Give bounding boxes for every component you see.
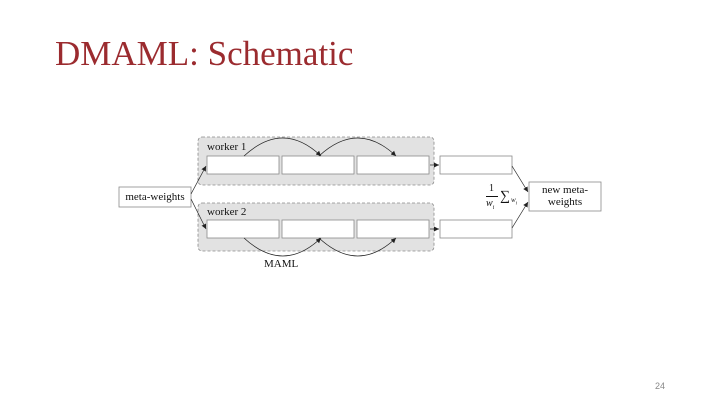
- formula-denominator-sub: i: [492, 205, 495, 211]
- new-meta-weights-line-2: weights: [547, 196, 583, 208]
- worker-1-step-3: [356, 155, 430, 175]
- worker-2-step-1: [206, 219, 280, 239]
- worker-1-step-2: [281, 155, 355, 175]
- worker-2-step-3: [356, 219, 430, 239]
- worker-1-maml-arrow-1: [243, 137, 322, 157]
- new-meta-weights-line-1: new meta-: [541, 184, 589, 196]
- formula-numerator: 1: [489, 183, 494, 194]
- meta-weights-box: [118, 186, 192, 208]
- input-to-worker-2-arrow: [190, 198, 207, 230]
- worker-2-result-to-output-arrow: [511, 201, 529, 229]
- formula-denominator: wi: [486, 198, 494, 211]
- worker-2-maml-arrow-2: [318, 237, 397, 257]
- slide-title: DMAML: Schematic: [55, 34, 354, 73]
- page-number: 24: [654, 381, 665, 391]
- new-meta-weights-box: [528, 181, 602, 212]
- worker-1-result: [439, 155, 513, 175]
- formula-sum-sub-var: w: [511, 196, 516, 204]
- worker-2-result: [439, 219, 513, 239]
- worker-1-result-to-output-arrow: [511, 165, 529, 193]
- worker-1-maml-arrow-2: [318, 137, 397, 157]
- averaging-formula: 1 wi ∑ wi: [484, 183, 534, 215]
- worker-2-label: worker 2: [207, 206, 247, 218]
- formula-sum-subscript: wi: [511, 196, 517, 206]
- formula-fraction-bar: [486, 196, 498, 197]
- new-meta-weights-label: new meta- weights: [529, 184, 601, 208]
- formula-denominator-var: w: [486, 198, 493, 209]
- worker-2-maml-arrow-1: [243, 237, 322, 257]
- worker-1-label: worker 1: [207, 141, 247, 153]
- worker-1-step-1: [206, 155, 280, 175]
- worker-2-step-2: [281, 219, 355, 239]
- formula-sum-symbol: ∑: [500, 189, 510, 204]
- formula-sum-sub-index: i: [515, 201, 518, 207]
- maml-label: MAML: [264, 258, 299, 270]
- input-to-worker-1-arrow: [190, 165, 207, 195]
- meta-weights-label: meta-weights: [125, 191, 185, 203]
